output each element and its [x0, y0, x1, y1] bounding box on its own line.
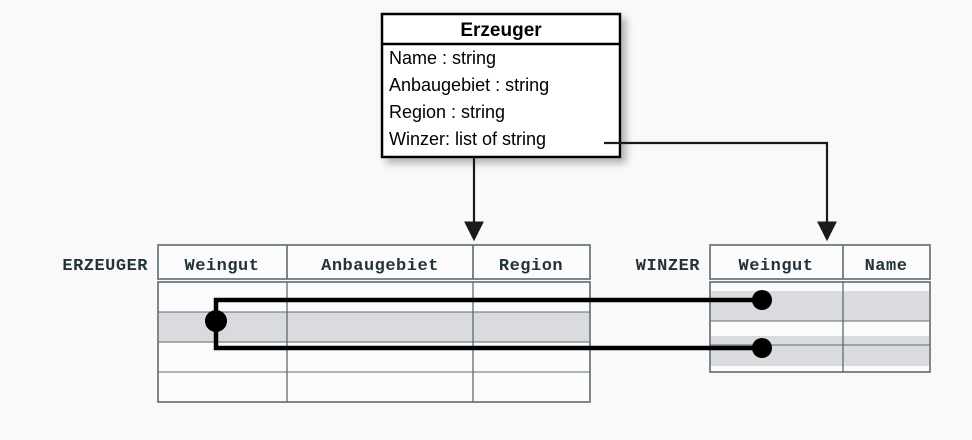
winzer-header-row: Weingut Name [709, 244, 931, 280]
uml-class-erzeuger[interactable]: Erzeuger Name : string Anbaugebiet : str… [380, 12, 622, 159]
winzer-row-highlight-1 [711, 291, 929, 321]
erzeuger-header-row: Weingut Anbaugebiet Region [157, 244, 591, 280]
table-label-erzeuger: ERZEUGER [62, 257, 148, 276]
arrow-winzer [604, 141, 837, 242]
erzeuger-header-weingut: Weingut [185, 257, 260, 276]
winzer-header-name: Name [865, 257, 908, 276]
table-winzer[interactable]: WINZER Weingut Name [636, 244, 931, 373]
erzeuger-header-region: Region [499, 257, 563, 276]
uml-class-title: Erzeuger [460, 20, 542, 41]
erzeuger-header-anbaugebiet: Anbaugebiet [321, 257, 439, 276]
link-source-dot-erzeuger [205, 310, 227, 332]
erzeuger-row-highlight-2 [159, 312, 589, 342]
erzeuger-header-frame [157, 244, 591, 280]
link-2-endpoint-dot [752, 338, 772, 358]
uml-attribute-anbaugebiet: Anbaugebiet : string [389, 75, 549, 95]
winzer-row-highlight-3 [711, 336, 929, 366]
winzer-header-frame [709, 244, 931, 280]
table-label-winzer: WINZER [636, 257, 701, 276]
winzer-body [709, 281, 931, 373]
uml-attribute-region: Region : string [389, 102, 505, 122]
uml-class-outer-frame [380, 12, 622, 159]
uml-attribute-name: Name : string [389, 48, 496, 68]
winzer-header-weingut: Weingut [739, 257, 814, 276]
uml-attribute-winzer: Winzer: list of string [389, 129, 546, 149]
link-1-endpoint-dot [752, 290, 772, 310]
arrow-winzer-line [604, 141, 837, 242]
